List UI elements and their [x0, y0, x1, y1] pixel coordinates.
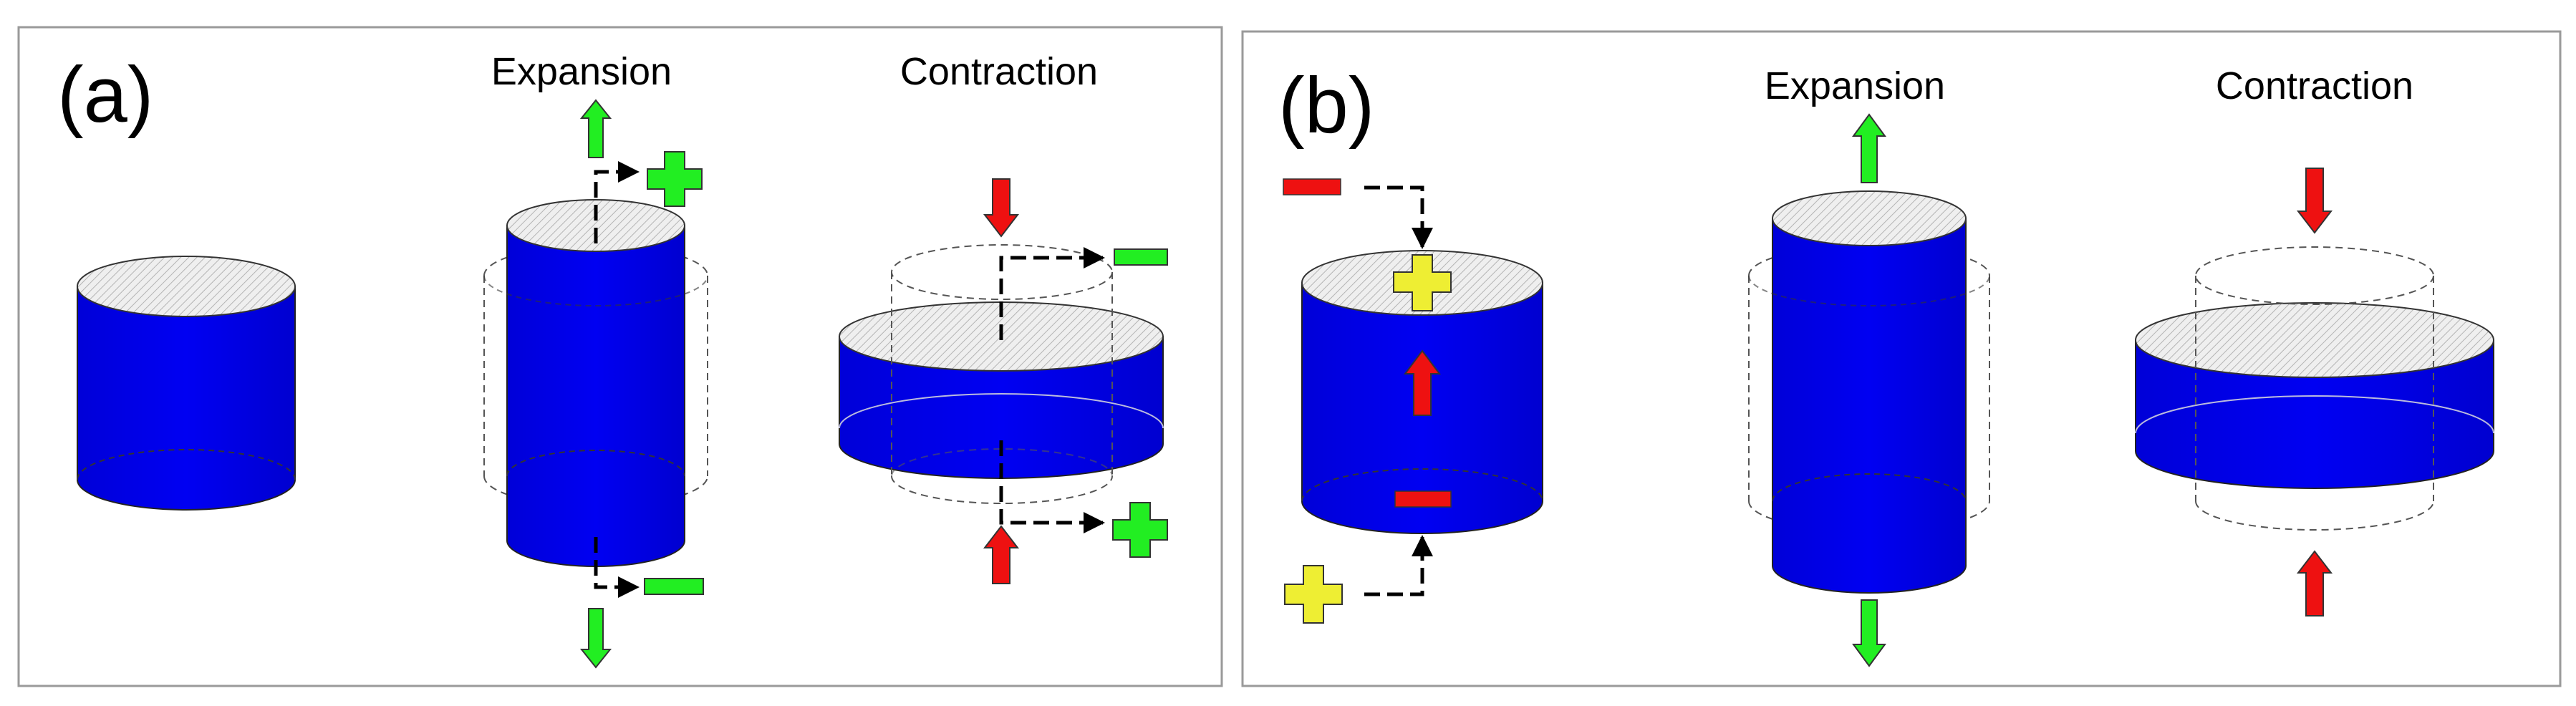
panel-a-contraction-title: Contraction	[900, 50, 1098, 93]
minus-icon	[1114, 248, 1168, 266]
panel-a-expansion-title: Expansion	[491, 50, 672, 93]
green-arrow-down-b	[1852, 599, 1886, 667]
panel-b-contraction-title: Contraction	[2216, 64, 2413, 107]
cylinder-expansion-a	[483, 199, 708, 567]
lead-bottom-a	[594, 537, 640, 598]
cylinder-expansion-b	[1748, 190, 1990, 594]
red-arrow-up-b	[2296, 550, 2333, 616]
green-arrow-down-a	[579, 608, 612, 669]
plus-icon	[1284, 565, 1343, 624]
lead-bottom-b	[1364, 535, 1433, 596]
cylinder-contraction-b	[2135, 246, 2494, 531]
plus-icon	[647, 151, 703, 207]
minus-icon	[1394, 490, 1452, 508]
cylinder-neutral	[77, 256, 296, 511]
lead-top-contraction-a	[999, 247, 1105, 340]
red-arrow-down-b	[2296, 168, 2333, 234]
red-arrow-up-a	[983, 525, 1020, 584]
lead-bottom-contraction-a	[999, 440, 1105, 533]
minus-icon	[1283, 178, 1341, 195]
plus-icon	[1112, 502, 1168, 558]
red-arrow-down-a	[983, 178, 1020, 238]
lead-top-b	[1364, 185, 1433, 249]
green-arrow-up-a	[579, 99, 612, 158]
panel-b-label: (b)	[1278, 62, 1374, 150]
lead-top-a	[594, 161, 640, 243]
red-arrow-polarization	[1404, 349, 1441, 416]
minus-icon	[644, 578, 704, 595]
plus-icon	[1393, 254, 1452, 311]
panel-b-expansion-title: Expansion	[1765, 64, 1945, 107]
panel-a-label: (a)	[57, 51, 153, 139]
cylinder-contraction-a	[839, 244, 1164, 504]
green-arrow-up-b	[1852, 113, 1886, 183]
